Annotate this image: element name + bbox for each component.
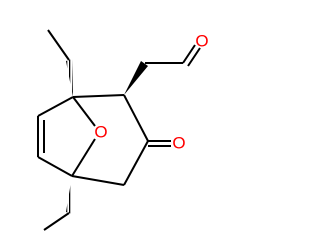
bond-c2-ch2-wedge (124, 61, 148, 95)
molecule-structure: O O O (37, 29, 209, 231)
bond-ethyl-bottom-wedge (66, 176, 72, 214)
bond-c1-c7 (37, 96, 74, 117)
bond-c1-obridge (72, 96, 96, 127)
bond-c2-c3 (123, 94, 149, 142)
bond-c3-c4 (123, 140, 149, 186)
acetaldehyde-side-chain (124, 44, 201, 95)
ethyl-top (47, 29, 73, 97)
bond-c1-c2 (72, 94, 125, 98)
ketone-group (148, 140, 171, 147)
aldehyde-oxygen-label: O (195, 31, 208, 50)
bond-c5-obridge (71, 138, 96, 177)
ketone-oxygen-label: O (172, 133, 185, 152)
bond-cho-o-1 (182, 44, 196, 64)
bond-ethyl-top-ch3 (47, 29, 70, 61)
ring-skeleton (37, 94, 149, 186)
bond-ethyl-top-wedge (66, 59, 73, 97)
bond-cho-o-2 (187, 47, 201, 67)
bond-ethyl-bottom-ch3 (43, 212, 70, 231)
bond-c6-c5 (37, 156, 73, 177)
ethyl-bottom (43, 176, 72, 231)
bridge-oxygen-label: O (94, 122, 107, 141)
bond-c4-c5 (71, 175, 125, 186)
